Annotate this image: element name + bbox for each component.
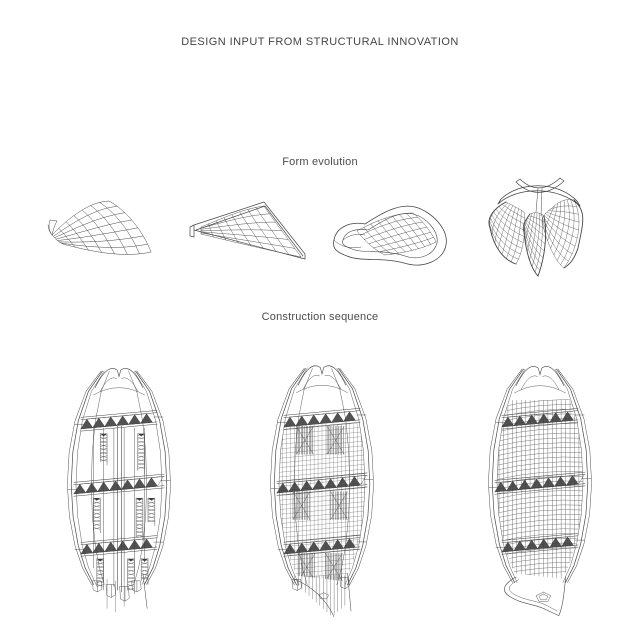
section-label-construction-sequence: Construction sequence	[261, 311, 379, 323]
saddle-ring-shell-wireframe	[333, 205, 447, 266]
edge-framed-sail-wireframe	[189, 201, 306, 260]
tensile-point-surface-wireframe	[47, 200, 152, 255]
stage-3-facade-grid-complete	[488, 366, 592, 617]
section-label-form-evolution: Form evolution	[282, 156, 358, 168]
petal-cluster-shell-wireframe	[488, 177, 584, 277]
stage-2-floor-framing-infill	[270, 365, 374, 617]
page-title: DESIGN INPUT FROM STRUCTURAL INNOVATION	[181, 36, 459, 48]
stage-1-primary-truss-structure	[67, 368, 171, 613]
